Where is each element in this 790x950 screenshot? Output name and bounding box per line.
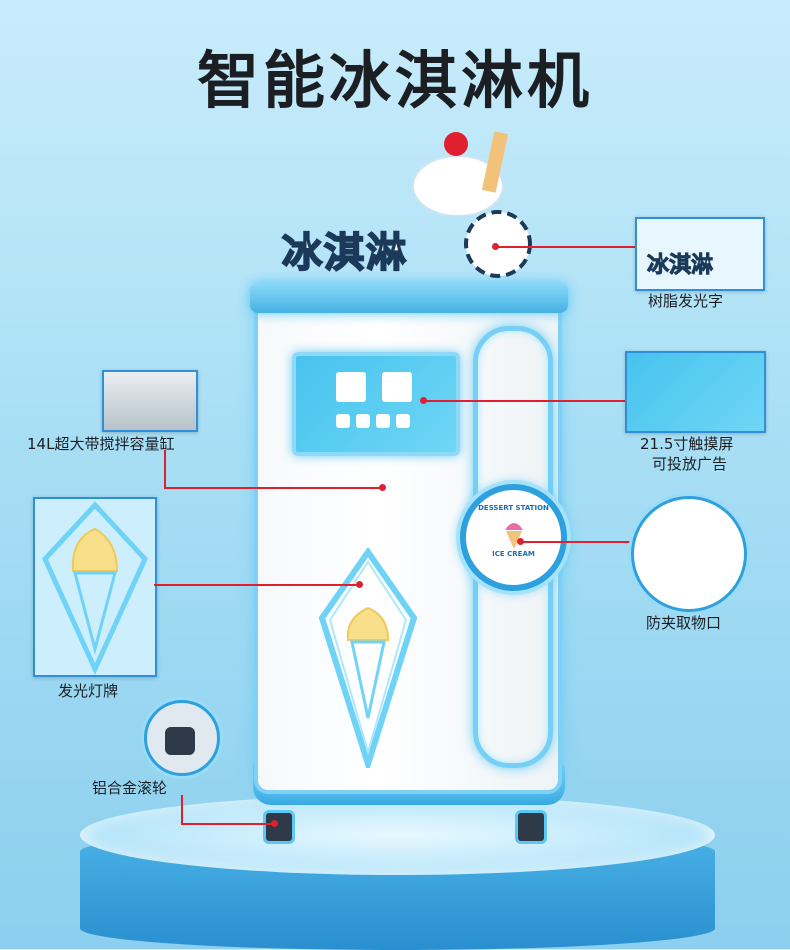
screen-menu-card[interactable] bbox=[396, 414, 410, 428]
pointer-line bbox=[181, 795, 183, 824]
resin-sign-thumbnail: 冰淇淋 bbox=[635, 217, 765, 291]
caster-label: 铝合金滚轮 bbox=[92, 779, 168, 797]
pointer-line bbox=[164, 487, 382, 489]
screen-menu-card[interactable] bbox=[376, 414, 390, 428]
pointer-line bbox=[181, 823, 274, 825]
pointer-line bbox=[164, 450, 166, 488]
caster-wheel-icon bbox=[263, 810, 295, 844]
screen-menu-card[interactable] bbox=[382, 372, 412, 402]
cherry-sundae-icon bbox=[412, 131, 509, 216]
caster-wheel-icon bbox=[165, 727, 195, 755]
ice-cream-cone-icon bbox=[504, 523, 523, 549]
page-title: 智能冰淇淋机 bbox=[196, 44, 593, 117]
touch-screen-label-2: 可投放广告 bbox=[652, 455, 728, 473]
touch-screen-thumbnail bbox=[625, 351, 766, 433]
pointer-dot bbox=[356, 581, 363, 588]
neon-ice-cream-sign bbox=[318, 548, 418, 768]
touch-screen-label-1: 21.5寸触摸屏 bbox=[640, 435, 734, 453]
light-sign-label: 发光灯牌 bbox=[58, 682, 119, 700]
screen-menu-card[interactable] bbox=[336, 414, 350, 428]
mixing-tank-label: 14L超大带搅拌容量缸 bbox=[27, 435, 175, 453]
caster-wheel-icon bbox=[515, 810, 547, 844]
outlet-text-bottom: ICE CREAM bbox=[492, 550, 535, 558]
thumbnail-logo-text: 冰淇淋 bbox=[646, 253, 714, 279]
light-sign-thumbnail bbox=[33, 497, 157, 677]
touch-screen[interactable] bbox=[292, 352, 460, 456]
anti-pinch-outlet[interactable]: DESSERT STATION ICE CREAM bbox=[460, 484, 567, 591]
pointer-dot bbox=[492, 243, 499, 250]
pointer-dot bbox=[420, 397, 427, 404]
screen-menu-card[interactable] bbox=[356, 414, 370, 428]
pointer-line bbox=[520, 541, 632, 543]
logo-sign-text: 冰淇淋 bbox=[281, 229, 408, 277]
anti-pinch-thumbnail bbox=[631, 496, 747, 612]
mixing-tank-thumbnail bbox=[102, 370, 198, 432]
pointer-line bbox=[154, 584, 359, 586]
anti-pinch-label: 防夹取物口 bbox=[646, 614, 722, 632]
pointer-line bbox=[424, 400, 626, 402]
resin-sign-label: 树脂发光字 bbox=[648, 292, 724, 310]
outlet-text-top: DESSERT STATION bbox=[478, 504, 549, 512]
podium-top bbox=[80, 795, 715, 875]
ice-cream-cone-icon bbox=[42, 501, 148, 675]
pointer-dot bbox=[379, 484, 386, 491]
resin-logo-sign: 冰淇淋 bbox=[268, 131, 558, 288]
pointer-dot bbox=[271, 820, 278, 827]
machine-top-cap bbox=[250, 283, 568, 313]
screen-menu-card[interactable] bbox=[336, 372, 366, 402]
caster-thumbnail bbox=[144, 700, 220, 776]
pointer-line bbox=[495, 246, 635, 248]
pointer-dot bbox=[517, 538, 524, 545]
